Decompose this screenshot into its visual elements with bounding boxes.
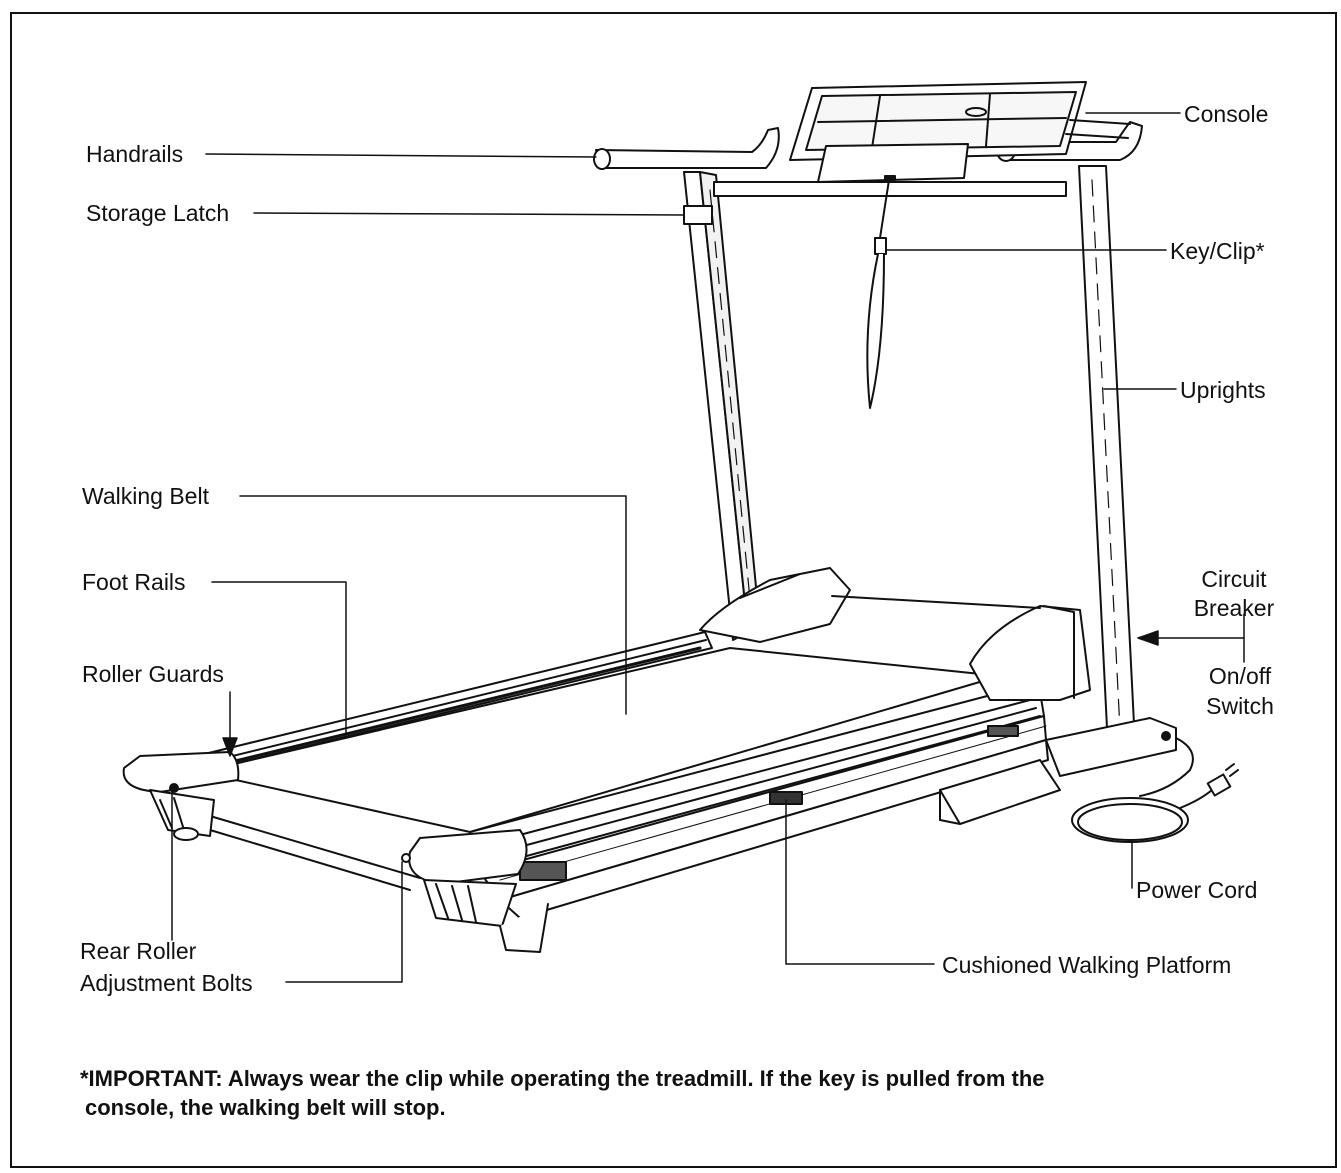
label-cushioned-walking-platform: Cushioned Walking Platform <box>942 952 1232 978</box>
label-handrails: Handrails <box>86 141 184 167</box>
important-note: *IMPORTANT: Always wear the clip while o… <box>80 1064 1300 1122</box>
leader-lines <box>171 112 1245 983</box>
deck-drawing <box>179 631 1049 919</box>
front-hood-drawing <box>699 567 1091 701</box>
important-note-line1: *IMPORTANT: Always wear the clip while o… <box>80 1066 1045 1091</box>
base-drawing <box>939 717 1177 825</box>
label-circuit-breaker-line2: Breaker <box>1193 595 1275 621</box>
label-console: Console <box>1184 101 1269 127</box>
key-clip-drawing <box>866 179 890 409</box>
label-onoff-line1: On/off <box>1208 663 1272 689</box>
rear-roller-guards-drawing <box>122 751 549 953</box>
label-power-cord: Power Cord <box>1136 877 1258 903</box>
label-uprights: Uprights <box>1180 377 1266 403</box>
label-foot-rails: Foot Rails <box>82 569 186 595</box>
label-circuit-breaker-line1: Circuit <box>1201 566 1267 592</box>
storage-latch-drawing <box>683 205 713 225</box>
power-cord-drawing <box>1071 737 1239 843</box>
label-key-clip: Key/Clip* <box>1170 238 1265 264</box>
label-storage-latch: Storage Latch <box>86 200 230 226</box>
important-note-line2: console, the walking belt will stop. <box>85 1095 446 1120</box>
label-rear-roller-line1: Rear Roller <box>80 938 197 964</box>
label-onoff-line2: Switch <box>1206 693 1274 719</box>
uprights-drawing <box>683 165 1136 749</box>
console-drawing <box>789 81 1131 183</box>
diagram-frame <box>10 12 1337 1168</box>
label-roller-guards: Roller Guards <box>82 661 224 687</box>
label-walking-belt: Walking Belt <box>82 483 209 509</box>
label-rear-roller-line2: Adjustment Bolts <box>80 970 253 996</box>
